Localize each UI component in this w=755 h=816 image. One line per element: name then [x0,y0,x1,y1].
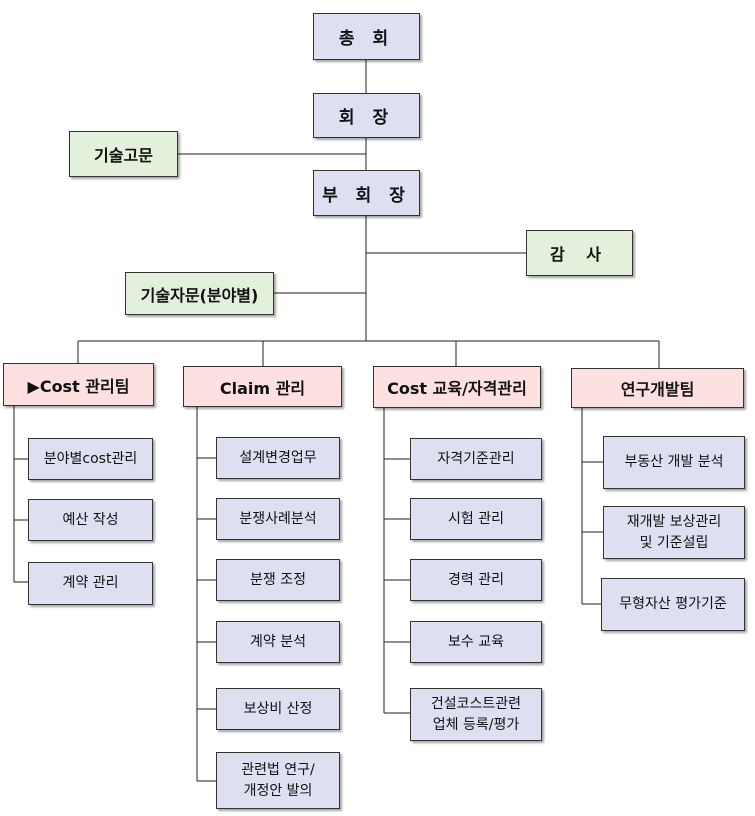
vice-chairman-box: 부 회 장 [313,170,420,216]
team-item: 분야별cost관리 [28,438,153,480]
team-item: 분쟁 조정 [216,559,340,601]
technical-advisor-box: 기술고문 [69,131,178,177]
auditor-box: 감 사 [526,230,633,276]
item-label: 분쟁 조정 [250,571,306,588]
team-item: 보수 교육 [410,621,542,663]
item-label: 보상비 산정 [243,700,313,717]
team-item: 예산 작성 [28,499,153,541]
team-research-development: 연구개발팀 [571,368,744,408]
team-cost-education: Cost 교육/자격관리 [373,366,541,408]
item-label: 재개발 보상관리 및 기준설립 [626,513,722,551]
team-claim-management: Claim 관리 [183,366,342,407]
team-item: 설계변경업무 [216,437,340,479]
team-item: 자격기준관리 [410,438,542,480]
team-title: Claim 관리 [219,378,306,398]
team-item: 계약 분석 [216,621,340,663]
item-label: 예산 작성 [62,511,119,528]
chairman-label: 회 장 [338,108,395,128]
auditor-label: 감 사 [549,245,609,264]
item-label: 분야별cost관리 [43,450,138,467]
item-label: 분쟁사례분석 [239,510,317,527]
team-item: 분쟁사례분석 [216,498,340,540]
item-label: 시험 관리 [448,510,504,527]
item-label: 부동산 개발 분석 [624,454,724,470]
team-item: 무형자산 평가기준 [601,578,745,631]
team-item: 계약 관리 [28,562,153,605]
item-label: 계약 분석 [250,633,306,650]
field-advisor-label: 기술자문(분야별) [140,285,259,305]
team-item: 관련법 연구/ 개정안 발의 [216,752,340,809]
team-title: ▶Cost 관리팀 [27,376,130,396]
general-meeting-label: 총 회 [338,29,395,49]
vice-chairman-label: 부 회 장 [322,185,411,206]
item-label: 경력 관리 [448,571,504,588]
chairman-box: 회 장 [313,93,420,138]
item-label: 자격기준관리 [437,450,515,467]
team-title: Cost 교육/자격관리 [387,379,527,398]
team-item: 경력 관리 [410,559,542,601]
item-label: 무형자산 평가기준 [619,596,727,612]
general-meeting-box: 총 회 [313,13,420,60]
field-advisor-box: 기술자문(분야별) [125,272,274,315]
technical-advisor-label: 기술고문 [94,146,153,165]
team-item: 건설코스트관련 업체 등록/평가 [410,688,542,741]
team-item: 보상비 산정 [216,688,340,730]
item-label: 관련법 연구/ 개정안 발의 [241,761,315,799]
team-item: 시험 관리 [410,498,542,540]
item-label: 보수 교육 [448,633,504,650]
item-label: 계약 관리 [62,575,119,591]
team-cost-management: ▶Cost 관리팀 [3,363,154,406]
item-label: 설계변경업무 [239,449,317,466]
item-label: 건설코스트관련 업체 등록/평가 [430,695,522,733]
team-item: 부동산 개발 분석 [603,436,745,489]
team-title: 연구개발팀 [620,380,695,399]
team-item: 재개발 보상관리 및 기준설립 [603,506,745,559]
